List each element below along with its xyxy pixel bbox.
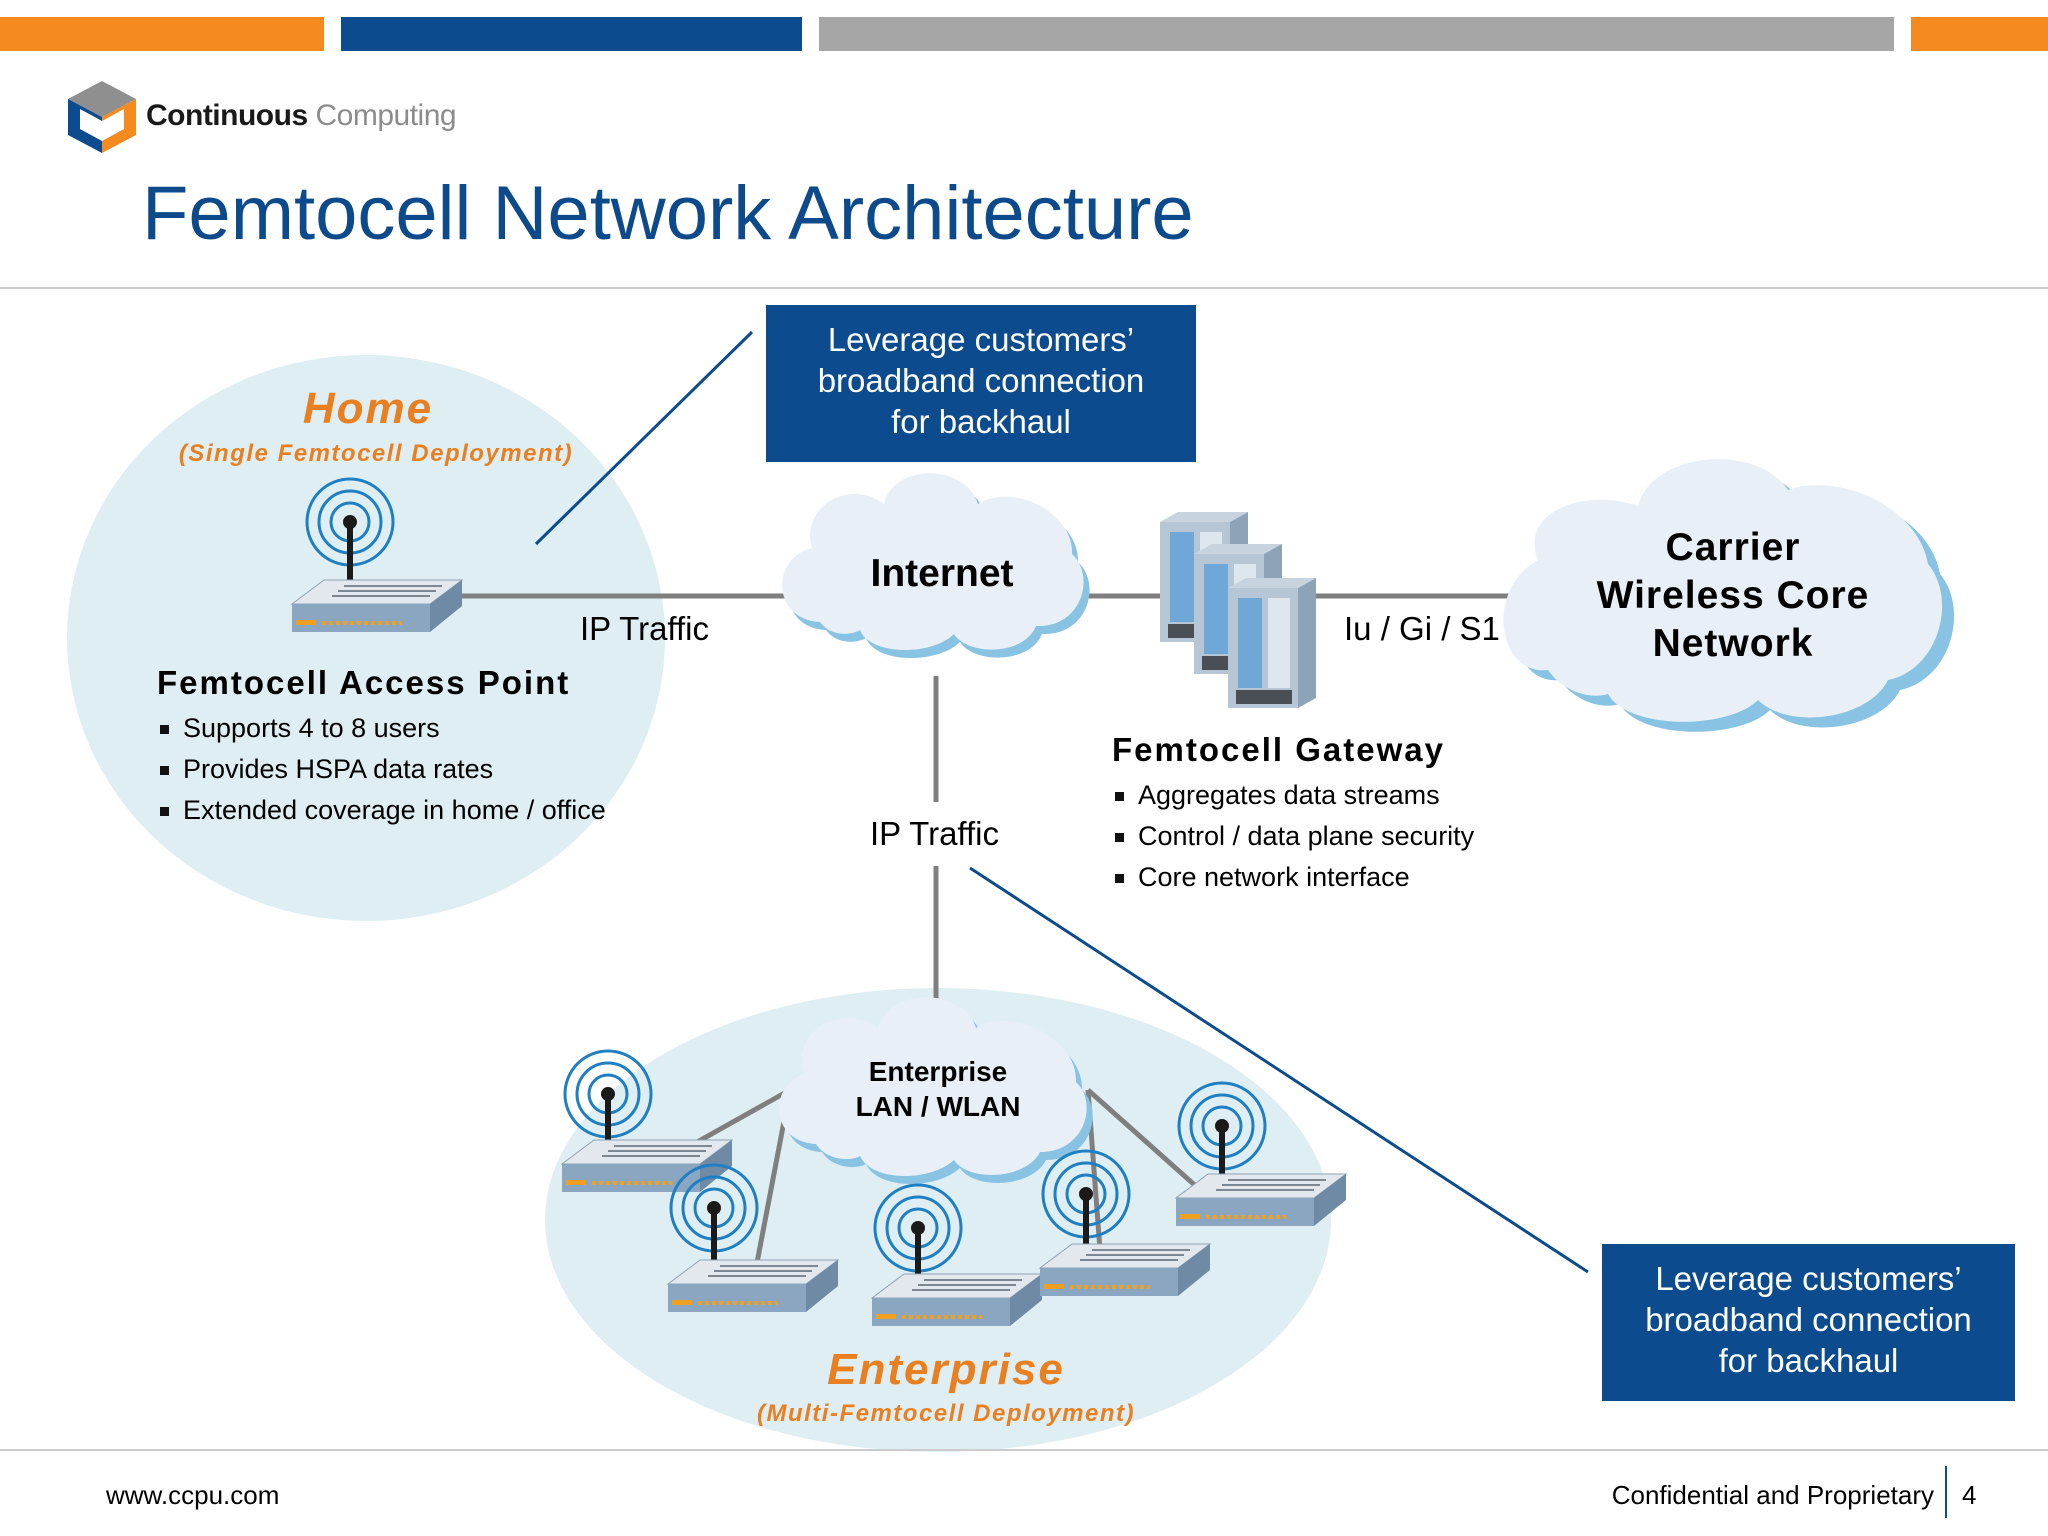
footer-confidential: Confidential and Proprietary: [1611, 1480, 1934, 1510]
logo-brand-bold: Continuous: [146, 99, 308, 132]
callout-bottom-broadband: Leverage customers’ broadband connection…: [1602, 1244, 2015, 1401]
callout-top-line-1: Leverage customers’: [827, 321, 1135, 358]
enterprise-cloud-line-2: LAN / WLAN: [855, 1091, 1021, 1122]
top-bar-orange-left: [0, 17, 324, 51]
page-title: Femtocell Network Architecture: [142, 171, 1194, 256]
list-item: Supports 4 to 8 users: [158, 708, 606, 749]
access-point-bullets: Supports 4 to 8 users Provides HSPA data…: [158, 708, 606, 831]
list-item: Control / data plane security: [1113, 816, 1474, 857]
header-divider: [0, 287, 2048, 289]
enterprise-cloud: [779, 997, 1093, 1185]
footer-divider: [0, 1449, 2048, 1451]
callout-bottom-line-3: for backhaul: [1718, 1342, 1899, 1379]
company-logo-icon: [68, 81, 136, 153]
logo-brand-light: Computing: [315, 99, 457, 132]
ip-traffic-label-enterprise: IP Traffic: [870, 815, 1000, 852]
list-item: Extended coverage in home / office: [158, 790, 606, 831]
enterprise-cloud-label: Enterprise LAN / WLAN: [818, 1054, 1058, 1124]
access-point-heading: Femtocell Access Point: [157, 664, 571, 701]
gateway-bullets: Aggregates data streams Control / data p…: [1113, 775, 1474, 898]
list-item: Aggregates data streams: [1113, 775, 1474, 816]
home-title: Home: [302, 384, 434, 433]
callout-top-line-3: for backhaul: [891, 403, 1071, 440]
company-logo-text: Continuous Computing: [146, 99, 457, 133]
callout-top-broadband: Leverage customers’ broadband connection…: [766, 305, 1196, 462]
top-bar-gray: [819, 17, 1894, 51]
list-item: Core network interface: [1113, 857, 1474, 898]
gateway-heading: Femtocell Gateway: [1112, 731, 1445, 768]
home-subtitle: (Single Femtocell Deployment): [178, 440, 574, 467]
enterprise-subtitle: (Multi-Femtocell Deployment): [756, 1400, 1135, 1427]
list-item: Provides HSPA data rates: [158, 749, 606, 790]
footer-url: www.ccpu.com: [106, 1480, 280, 1510]
internet-cloud: [782, 473, 1090, 659]
carrier-cloud: [1503, 459, 1955, 732]
carrier-core-line-2: Wireless Core: [1596, 574, 1870, 617]
top-bar-blue: [341, 17, 802, 51]
carrier-core-label: Carrier Wireless Core Network: [1548, 524, 1918, 668]
enterprise-cloud-line-1: Enterprise: [868, 1056, 1008, 1087]
internet-label: Internet: [870, 552, 1014, 595]
gateway-interface-label: Iu / Gi / S1: [1344, 610, 1500, 647]
enterprise-title: Enterprise: [827, 1345, 1065, 1394]
callout-bottom-line-1: Leverage customers’: [1655, 1260, 1962, 1297]
carrier-core-line-1: Carrier: [1665, 526, 1801, 569]
page-number: 4: [1962, 1480, 1977, 1510]
footer-separator: [1945, 1466, 1947, 1518]
ip-traffic-label-home: IP Traffic: [580, 610, 710, 647]
top-bar-orange-right: [1911, 17, 2048, 51]
carrier-core-line-3: Network: [1652, 622, 1814, 665]
callout-bottom-line-2: broadband connection: [1645, 1301, 1972, 1338]
callout-top-line-2: broadband connection: [817, 362, 1145, 399]
